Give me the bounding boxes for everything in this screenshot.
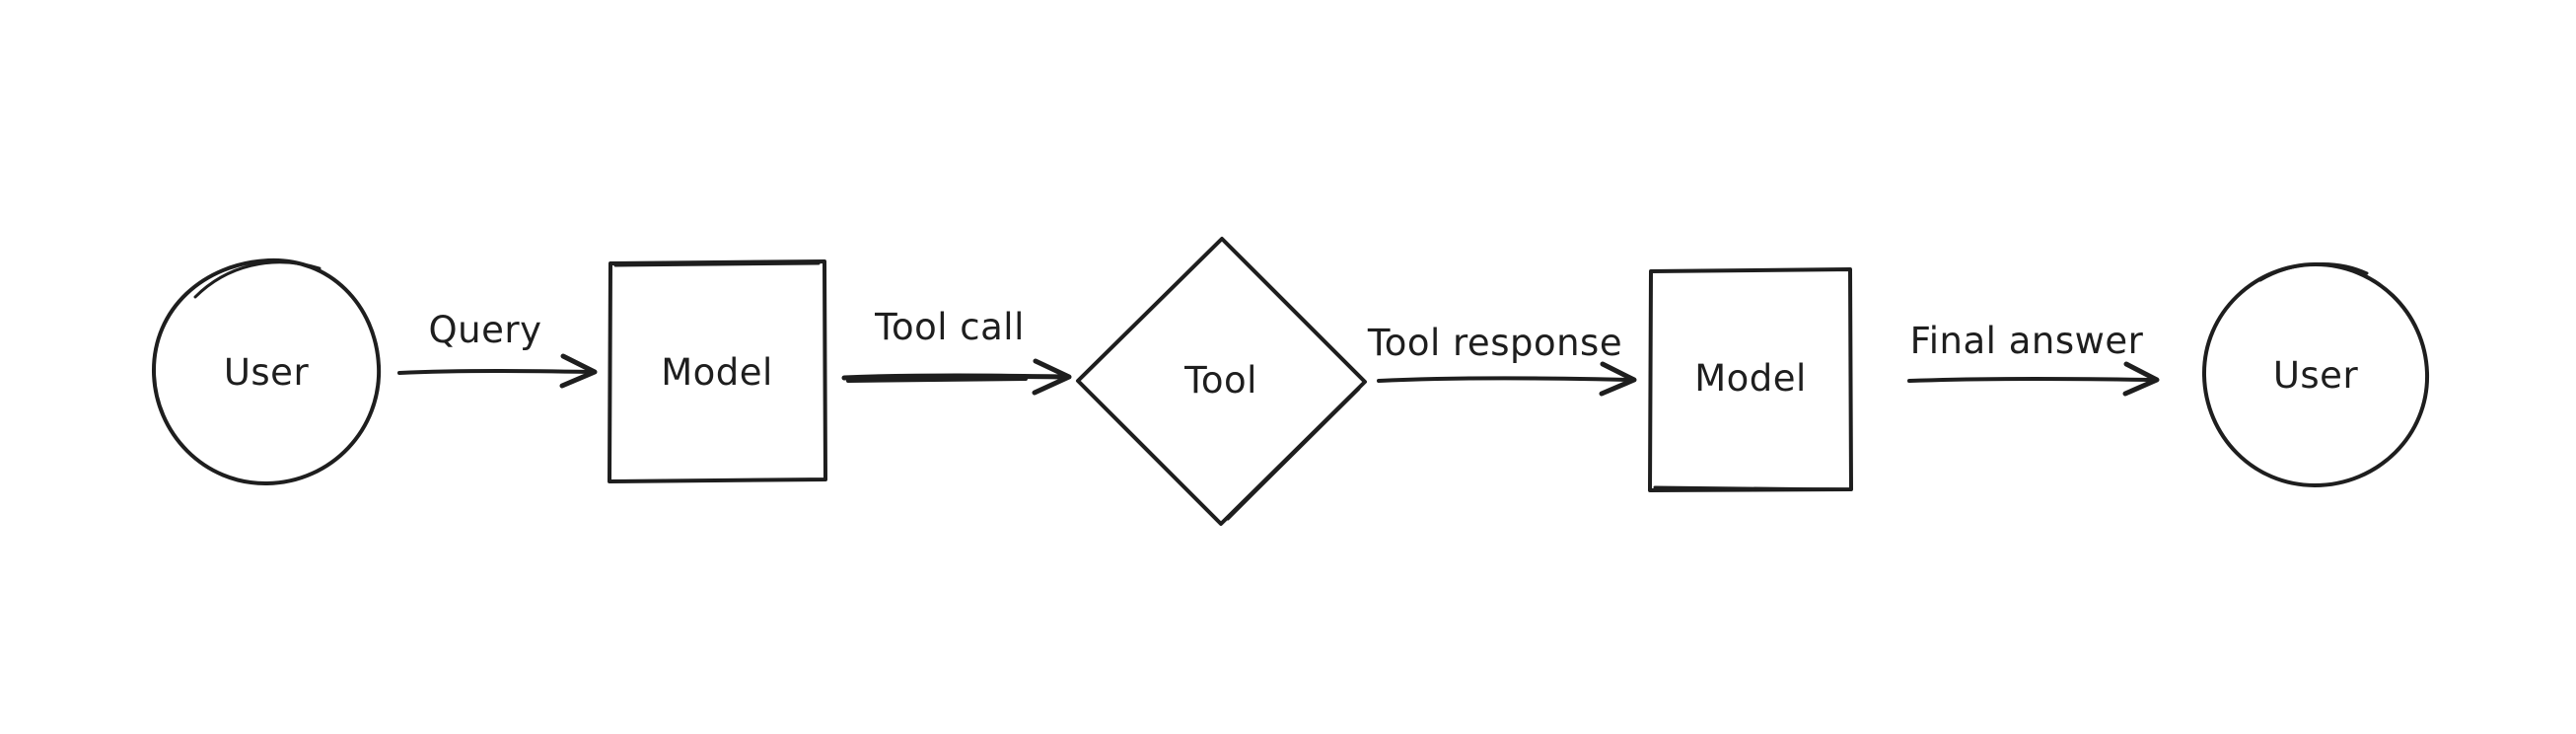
- model-1-rect-shape: [608, 259, 827, 483]
- node-label-user-end: User: [2273, 354, 2359, 397]
- node-label-model-1: Model: [661, 351, 773, 394]
- node-user-start[interactable]: User: [151, 257, 382, 486]
- edge-final-answer[interactable]: Final answer: [1907, 320, 2160, 397]
- edge-query[interactable]: Query: [397, 309, 598, 389]
- node-label-tool: Tool: [1183, 359, 1257, 402]
- edge-label-final-answer: Final answer: [1910, 320, 2144, 362]
- node-model-2[interactable]: Model: [1648, 267, 1853, 492]
- model-2-rect-accent: [1653, 485, 1844, 491]
- model-2-rect-shape: [1648, 267, 1853, 492]
- edge-tool-call-arrowhead-icon: [1032, 358, 1072, 396]
- tool-diamond-accent: [1226, 387, 1361, 521]
- user-start-circle-accent: [193, 260, 322, 299]
- model-1-rect-accent: [613, 261, 821, 267]
- edge-tool-call-line-double: [846, 377, 1028, 383]
- edge-tool-call-line: [841, 373, 1068, 381]
- edge-final-answer-arrowhead-icon: [2122, 361, 2160, 397]
- edge-label-query: Query: [429, 309, 542, 351]
- edge-tool-response[interactable]: Tool response: [1367, 322, 1637, 397]
- node-tool[interactable]: Tool: [1076, 237, 1367, 526]
- node-user-end[interactable]: User: [2201, 262, 2430, 487]
- node-label-model-2: Model: [1694, 357, 1807, 400]
- edge-label-tool-response: Tool response: [1367, 322, 1622, 364]
- node-label-user-start: User: [224, 351, 310, 394]
- edge-tool-call[interactable]: Tool call: [841, 306, 1072, 396]
- edge-label-tool-call: Tool call: [874, 306, 1025, 348]
- edge-final-answer-line: [1907, 377, 2155, 383]
- user-end-circle-shape: [2201, 262, 2430, 487]
- user-end-circle-accent: [2258, 262, 2369, 282]
- node-model-1[interactable]: Model: [608, 259, 827, 483]
- edge-tool-response-line: [1377, 376, 1632, 383]
- edge-query-arrowhead-icon: [559, 353, 598, 389]
- edge-tool-response-arrowhead-icon: [1599, 361, 1637, 397]
- user-start-circle-shape: [151, 257, 382, 486]
- edge-query-line: [397, 369, 593, 375]
